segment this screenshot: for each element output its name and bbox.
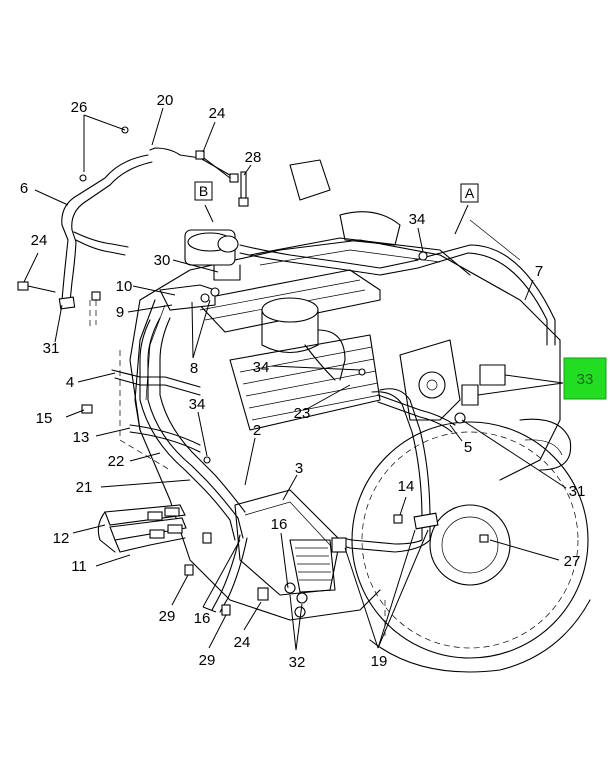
callout-23: 23 — [294, 405, 311, 422]
callout-34-mid: 34 — [253, 359, 270, 376]
callout-11: 11 — [71, 558, 87, 575]
callout-12: 12 — [53, 530, 70, 547]
callout-32: 32 — [289, 654, 306, 671]
highlighted-callout-33[interactable]: 33 — [563, 357, 607, 400]
callout-20: 20 — [157, 92, 174, 109]
callout-33[interactable]: 33 — [577, 371, 594, 388]
callout-24-left: 24 — [31, 232, 48, 249]
callout-24-top: 24 — [209, 105, 226, 122]
callout-34-low: 34 — [189, 396, 206, 413]
callout-7: 7 — [535, 263, 543, 280]
callout-15: 15 — [36, 410, 53, 427]
callout-14: 14 — [398, 478, 415, 495]
callout-9: 9 — [116, 304, 124, 321]
callout-numbers: 26 20 24 28 6 34 24 30 7 10 9 31 8 4 34 … — [20, 92, 586, 671]
callout-19: 19 — [371, 653, 388, 670]
callout-33-highlight-box[interactable] — [563, 357, 607, 400]
callout-5: 5 — [464, 439, 472, 456]
ref-letter-b: B — [199, 183, 208, 199]
callout-24-lower: 24 — [234, 634, 251, 651]
engine-artwork — [89, 159, 591, 673]
callout-3: 3 — [295, 460, 303, 477]
fittings-and-bolts — [17, 126, 506, 618]
callout-21: 21 — [76, 479, 93, 496]
callout-16-lower: 16 — [194, 610, 211, 627]
ref-letter-a: A — [465, 185, 475, 201]
callout-16-upper: 16 — [271, 516, 288, 533]
callout-34-top: 34 — [409, 211, 426, 228]
callout-22: 22 — [108, 453, 125, 470]
callout-28: 28 — [245, 149, 262, 166]
callout-13: 13 — [73, 429, 90, 446]
leader-lines — [23, 107, 567, 651]
callout-6: 6 — [20, 180, 28, 197]
reference-letter-boxes: B A — [194, 181, 479, 203]
ref-box-a — [460, 183, 479, 203]
callout-10: 10 — [116, 278, 133, 295]
callout-31-left: 31 — [43, 340, 60, 357]
callout-27: 27 — [564, 553, 581, 570]
tube-assemblies — [58, 147, 556, 613]
callout-26: 26 — [71, 99, 88, 116]
callout-4: 4 — [66, 374, 74, 391]
callout-8: 8 — [190, 360, 198, 377]
callout-2: 2 — [253, 422, 261, 439]
ref-box-b — [194, 181, 213, 201]
callout-29-lower: 29 — [199, 652, 216, 669]
callout-31-right: 31 — [569, 483, 586, 500]
callout-29-left: 29 — [159, 608, 176, 625]
callout-30: 30 — [154, 252, 171, 269]
